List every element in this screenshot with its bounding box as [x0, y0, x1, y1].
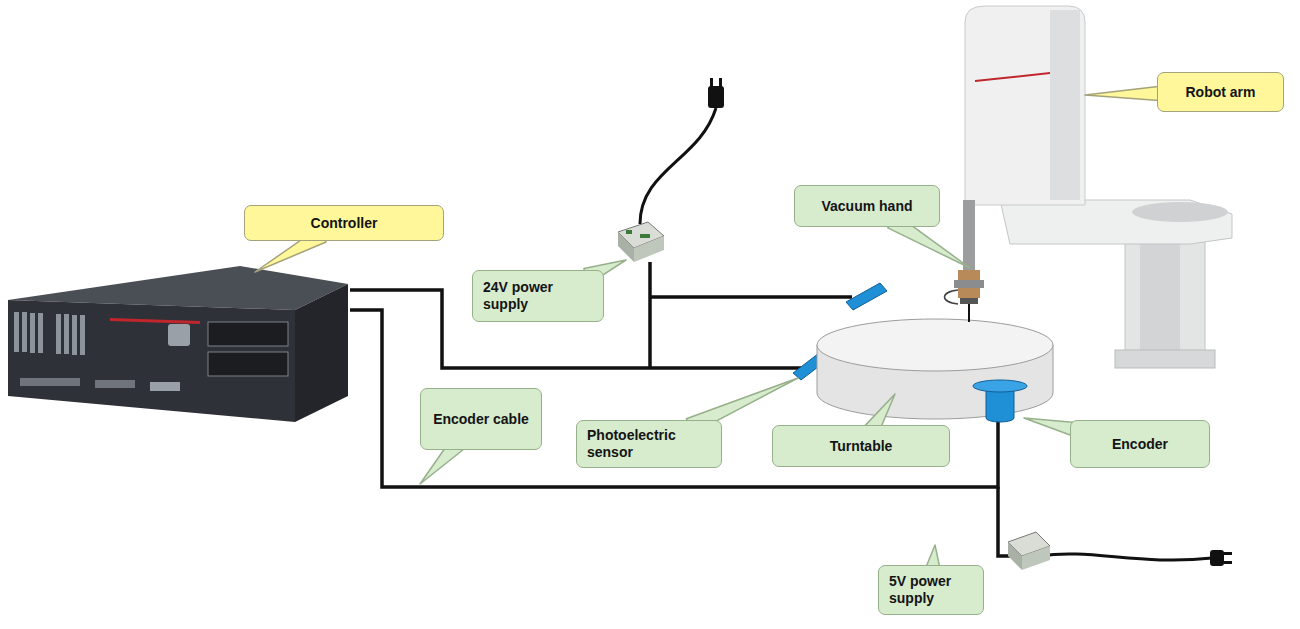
callout-box: Encoder cable [420, 388, 542, 450]
callout-box: 5V power supply [878, 565, 984, 615]
callout-box: Controller [244, 205, 444, 241]
power-supply-24v-part [640, 108, 716, 224]
turntable [817, 319, 1053, 419]
robot-arm-part [960, 298, 978, 304]
controller-unit-part [80, 315, 85, 355]
controller-unit-part [110, 318, 200, 324]
controller-unit-part [208, 352, 288, 376]
power-supply-5v-part [1008, 542, 1022, 570]
controller-unit-part [56, 314, 61, 354]
encoder-device [973, 380, 1027, 422]
controller-unit-part [150, 382, 180, 391]
callout-text: 5V power supply [889, 573, 973, 607]
robot-arm-part [968, 304, 970, 322]
power-supply-24v-part [618, 232, 634, 262]
power-supply-5v-part [1022, 546, 1050, 570]
power-supply-5v-part [1040, 554, 1212, 560]
controller-unit-part [20, 378, 80, 386]
power-supply-24v-part [634, 236, 664, 262]
power-supply-24v [618, 78, 724, 262]
callout-box: Photoelectric sensor [576, 420, 722, 468]
robot-arm-part [945, 290, 959, 304]
wires-part [648, 262, 652, 368]
callout-text: 24V power supply [483, 279, 593, 313]
callout-text: Turntable [783, 438, 939, 455]
power-supply-24v-part [640, 234, 650, 238]
controller-unit-part [14, 312, 19, 352]
callout-box: 24V power supply [472, 270, 604, 322]
controller-unit-part [168, 324, 190, 346]
power-supply-24v-part [708, 86, 724, 108]
encoder-device-part [973, 380, 1027, 392]
callout-box: Vacuum hand [794, 185, 940, 227]
controller-unit-part [208, 322, 288, 346]
robot-arm-part [958, 270, 980, 280]
photoelectric-sensors-part [846, 283, 887, 310]
robot-arm-part [958, 288, 980, 298]
callout-text: Controller [255, 215, 433, 232]
callout-text: Photoelectric sensor [587, 427, 711, 461]
turntable-part [817, 319, 1053, 371]
controller-unit [8, 266, 348, 422]
controller-unit-part [22, 312, 27, 352]
robot-arm-part [1140, 230, 1180, 350]
robot-arm-part [1132, 202, 1228, 222]
power-supply-24v-part [710, 78, 713, 87]
callout-text: Vacuum hand [805, 198, 929, 215]
callout-box: Robot arm [1157, 72, 1284, 112]
power-supply-5v-part [1224, 552, 1232, 555]
controller-unit-part [64, 314, 69, 354]
robot-arm-part [963, 200, 975, 272]
callout-text: Encoder cable [431, 411, 531, 428]
robot-arm-part [975, 72, 1050, 82]
robot-arm-part [954, 280, 984, 288]
robot-arm [945, 6, 1233, 368]
power-supply-5v-part [1210, 550, 1224, 566]
callout-text: Robot arm [1168, 84, 1273, 101]
callout-text: Encoder [1081, 436, 1199, 453]
robot-arm-part [1000, 200, 1232, 244]
controller-unit-part [8, 300, 295, 422]
controller-unit-part [95, 380, 135, 388]
power-supply-5v [1008, 532, 1232, 570]
robot-arm-part [1050, 10, 1080, 200]
robot-arm-part [965, 6, 1085, 205]
controller-unit-part [38, 313, 43, 353]
encoder-device-part [986, 388, 1014, 422]
callout-box: Turntable [772, 425, 950, 467]
controller-unit-part [30, 313, 35, 353]
controller-unit-part [295, 284, 348, 422]
power-supply-24v-part [719, 78, 722, 87]
wires-part [650, 295, 852, 299]
callout-box: Encoder [1070, 420, 1210, 468]
power-supply-5v-part [1224, 561, 1232, 564]
power-supply-24v-part [626, 230, 632, 234]
controller-unit-part [72, 315, 77, 355]
robot-arm-part [1115, 350, 1215, 368]
